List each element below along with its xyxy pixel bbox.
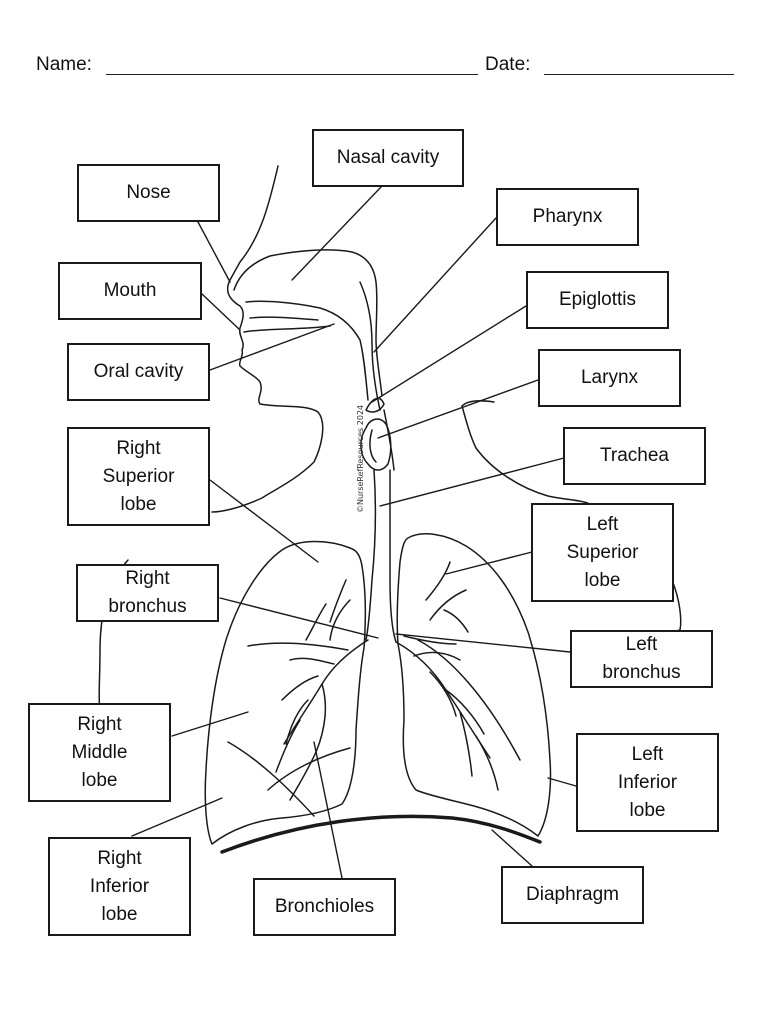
label-right-superior-lobe[interactable]: Right Superior lobe (67, 427, 210, 526)
left-lung-fissure-upper (403, 635, 457, 645)
neck-back-cap (461, 400, 495, 407)
label-left-superior-lobe[interactable]: Left Superior lobe (531, 503, 674, 602)
name-label: Name: (36, 54, 92, 75)
label-nose[interactable]: Nose (77, 164, 220, 222)
leader-right-middle-lobe (171, 711, 249, 737)
leader-pharynx (373, 217, 497, 353)
head-profile-outline (211, 165, 324, 513)
tongue-line (243, 325, 331, 333)
label-oral-cavity[interactable]: Oral cavity (67, 343, 210, 401)
palate-line (249, 316, 319, 321)
leader-left-bronchus (395, 633, 571, 653)
label-trachea[interactable]: Trachea (563, 427, 706, 485)
leader-diaphragm (491, 829, 533, 867)
leader-nose (197, 221, 231, 283)
worksheet-header: Name: Date: (36, 54, 736, 80)
date-label: Date: (485, 54, 531, 75)
left-lung-outline (396, 533, 552, 837)
nasal-cavity-outline (233, 249, 383, 397)
bronchiole-branch-l1 (413, 651, 499, 791)
left-lung-fissure-oblique (417, 639, 521, 761)
leader-bronchioles (313, 741, 343, 879)
leader-right-inferior-lobe (131, 797, 223, 837)
label-right-inferior-lobe[interactable]: Right Inferior lobe (48, 837, 191, 936)
label-nasal-cavity[interactable]: Nasal cavity (312, 129, 464, 187)
right-lung-fissure-oblique (227, 741, 315, 817)
label-right-middle-lobe[interactable]: Right Middle lobe (28, 703, 171, 802)
trachea-right-wall (365, 469, 377, 641)
leader-left-superior-lobe (445, 551, 533, 575)
label-diaphragm[interactable]: Diaphragm (501, 866, 644, 924)
leader-right-superior-lobe (209, 479, 319, 563)
leader-trachea (379, 457, 565, 507)
label-mouth[interactable]: Mouth (58, 262, 202, 320)
leader-oral-cavity (209, 323, 335, 371)
leader-right-bronchus (219, 597, 379, 639)
label-left-bronchus[interactable]: Left bronchus (570, 630, 713, 688)
left-bronchus-path (395, 641, 491, 759)
leader-mouth (201, 293, 241, 331)
label-right-bronchus[interactable]: Right bronchus (76, 564, 219, 622)
leader-nasal-cavity (291, 185, 383, 281)
trachea-left-wall (389, 469, 397, 643)
right-lung-outline (204, 540, 367, 845)
bronchiole-branch-l2 (425, 561, 469, 633)
larynx-outline (360, 418, 392, 471)
leader-larynx (377, 379, 539, 439)
date-line[interactable] (544, 74, 734, 75)
oral-cavity-outline (245, 300, 369, 401)
bronchiole-branch-r2 (305, 579, 351, 641)
right-lung-fissure-inner (267, 747, 351, 791)
leader-left-inferior-lobe (547, 777, 577, 787)
larynx-inner (369, 429, 377, 463)
bronchiole-branch-r1 (275, 657, 335, 801)
copyright-credit: ©NurseRefResources 2024 (356, 404, 365, 513)
right-lung-fissure-horizontal (247, 642, 349, 651)
diaphragm-curve (220, 814, 542, 854)
pharynx-back-wall (359, 281, 381, 411)
trachea-inner (383, 409, 395, 471)
label-larynx[interactable]: Larynx (538, 349, 681, 407)
label-left-inferior-lobe[interactable]: Left Inferior lobe (576, 733, 719, 832)
name-line[interactable] (106, 74, 478, 75)
leader-lines (131, 185, 577, 879)
leader-epiglottis (371, 305, 527, 403)
torso-right-outline (671, 579, 682, 633)
label-epiglottis[interactable]: Epiglottis (526, 271, 669, 329)
label-bronchioles[interactable]: Bronchioles (253, 878, 396, 936)
label-pharynx[interactable]: Pharynx (496, 188, 639, 246)
